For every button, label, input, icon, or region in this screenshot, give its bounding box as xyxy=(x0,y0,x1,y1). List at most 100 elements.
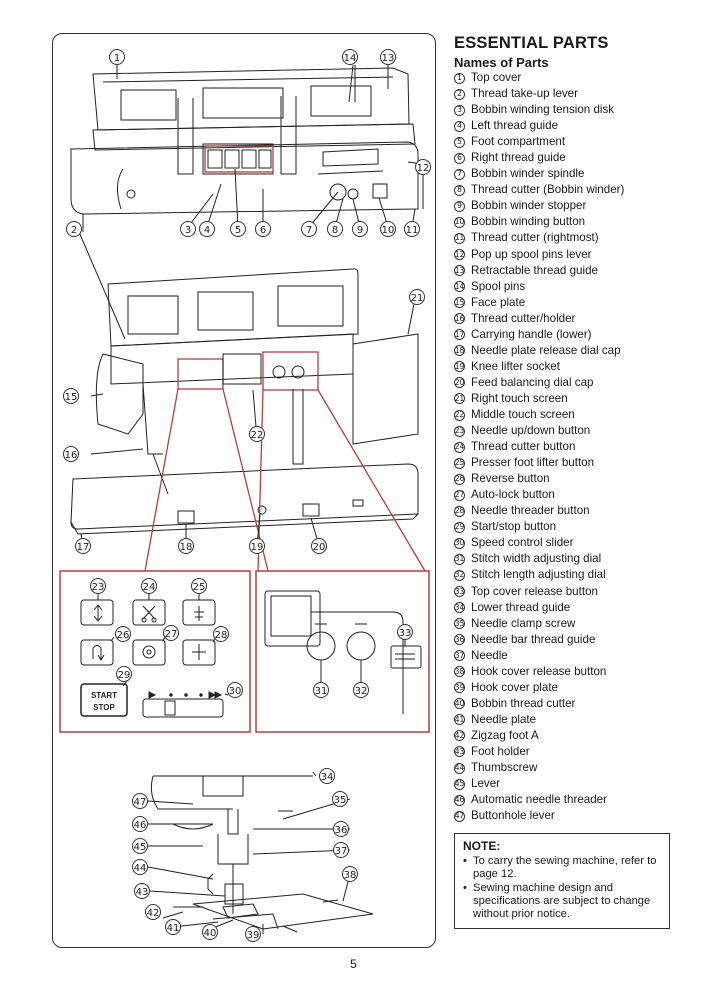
callout-40: 40 xyxy=(202,924,218,940)
svg-text:27: 27 xyxy=(165,629,178,640)
list-item: 5 Foot compartment xyxy=(454,134,624,150)
item-number: 45 xyxy=(454,778,465,790)
svg-text:43: 43 xyxy=(136,887,149,898)
callout-20: 20 xyxy=(311,538,327,554)
item-label: Hook cover release button xyxy=(471,664,607,678)
item-label: Thread cutter (rightmost) xyxy=(471,231,599,245)
callout-18: 18 xyxy=(178,538,194,554)
svg-text:44: 44 xyxy=(134,863,147,874)
svg-text:45: 45 xyxy=(134,842,147,853)
callout-9: 9 xyxy=(352,221,368,237)
item-number: 37 xyxy=(454,650,465,662)
callout-36: 36 xyxy=(333,821,349,837)
item-label: Speed control slider xyxy=(471,536,574,550)
item-number: 22 xyxy=(454,409,465,421)
note-box: NOTE: To carry the sewing machine, refer… xyxy=(454,833,670,929)
list-item: 8 Thread cutter (Bobbin winder) xyxy=(454,182,624,198)
svg-text:46: 46 xyxy=(134,820,147,831)
item-label: Lower thread guide xyxy=(471,600,571,614)
callout-16: 16 xyxy=(63,446,79,462)
callout-8: 8 xyxy=(327,221,343,237)
item-label: Thread cutter (Bobbin winder) xyxy=(471,183,625,197)
callout-11: 11 xyxy=(404,221,420,237)
svg-text:21: 21 xyxy=(411,293,424,304)
svg-text:14: 14 xyxy=(344,53,357,64)
item-number: 10 xyxy=(454,216,465,228)
svg-text:28: 28 xyxy=(215,630,228,641)
item-number: 34 xyxy=(454,602,465,614)
item-label: Needle clamp screw xyxy=(471,616,576,630)
item-number: 33 xyxy=(454,586,465,598)
svg-text:9: 9 xyxy=(357,225,363,236)
callout-46: 46 xyxy=(132,816,148,832)
item-number: 11 xyxy=(454,232,465,244)
callout-15: 15 xyxy=(63,388,79,404)
start-stop-button xyxy=(80,683,128,717)
callout-22: 22 xyxy=(249,426,265,442)
callout-6: 6 xyxy=(255,221,271,237)
item-number: 2 xyxy=(454,88,465,100)
callout-23: 23 xyxy=(90,578,106,594)
page-title: ESSENTIAL PARTS xyxy=(454,34,609,52)
callout-32: 32 xyxy=(353,682,369,698)
callout-13: 13 xyxy=(380,49,396,65)
item-label: Thread take-up lever xyxy=(471,87,578,101)
item-label: Needle plate xyxy=(471,712,537,726)
item-number: 43 xyxy=(454,746,465,758)
item-label: Automatic needle threader xyxy=(471,793,607,807)
svg-text:17: 17 xyxy=(77,542,90,553)
item-label: Retractable thread guide xyxy=(471,263,598,277)
item-number: 8 xyxy=(454,184,465,196)
svg-text:8: 8 xyxy=(332,225,338,236)
item-number: 7 xyxy=(454,168,465,180)
item-label: Bobbin thread cutter xyxy=(471,696,576,710)
callout-38: 38 xyxy=(342,866,358,882)
item-number: 46 xyxy=(454,794,465,806)
note-list: To carry the sewing machine, refer to pa… xyxy=(463,855,661,921)
item-number: 17 xyxy=(454,329,465,341)
svg-text:10: 10 xyxy=(382,225,395,236)
svg-text:11: 11 xyxy=(406,225,419,236)
item-label: Foot holder xyxy=(471,744,530,758)
item-label: Buttonhole lever xyxy=(471,809,555,823)
item-label: Bobbin winder spindle xyxy=(471,167,585,181)
svg-text:33: 33 xyxy=(399,628,412,639)
list-item: 46 Automatic needle threader xyxy=(454,792,624,808)
svg-text:34: 34 xyxy=(321,772,334,783)
item-label: Carrying handle (lower) xyxy=(471,327,592,341)
svg-text:19: 19 xyxy=(251,542,264,553)
item-label: Stitch length adjusting dial xyxy=(471,568,606,582)
svg-text:41: 41 xyxy=(167,923,180,934)
callout-43: 43 xyxy=(134,883,150,899)
item-number: 5 xyxy=(454,136,465,148)
svg-text:29: 29 xyxy=(118,670,131,681)
item-label: Foot compartment xyxy=(471,135,566,149)
callout-45: 45 xyxy=(132,838,148,854)
callout-35: 35 xyxy=(332,791,348,807)
svg-text:20: 20 xyxy=(313,542,326,553)
callout-4: 4 xyxy=(199,221,215,237)
item-label: Auto-lock button xyxy=(471,488,555,502)
callout-42: 42 xyxy=(145,904,161,920)
item-label: Needle plate release dial cap xyxy=(471,343,621,357)
callout-37: 37 xyxy=(333,842,349,858)
svg-text:35: 35 xyxy=(334,795,347,806)
svg-text:30: 30 xyxy=(229,686,242,697)
item-label: Feed balancing dial cap xyxy=(471,375,594,389)
svg-text:36: 36 xyxy=(335,825,348,836)
